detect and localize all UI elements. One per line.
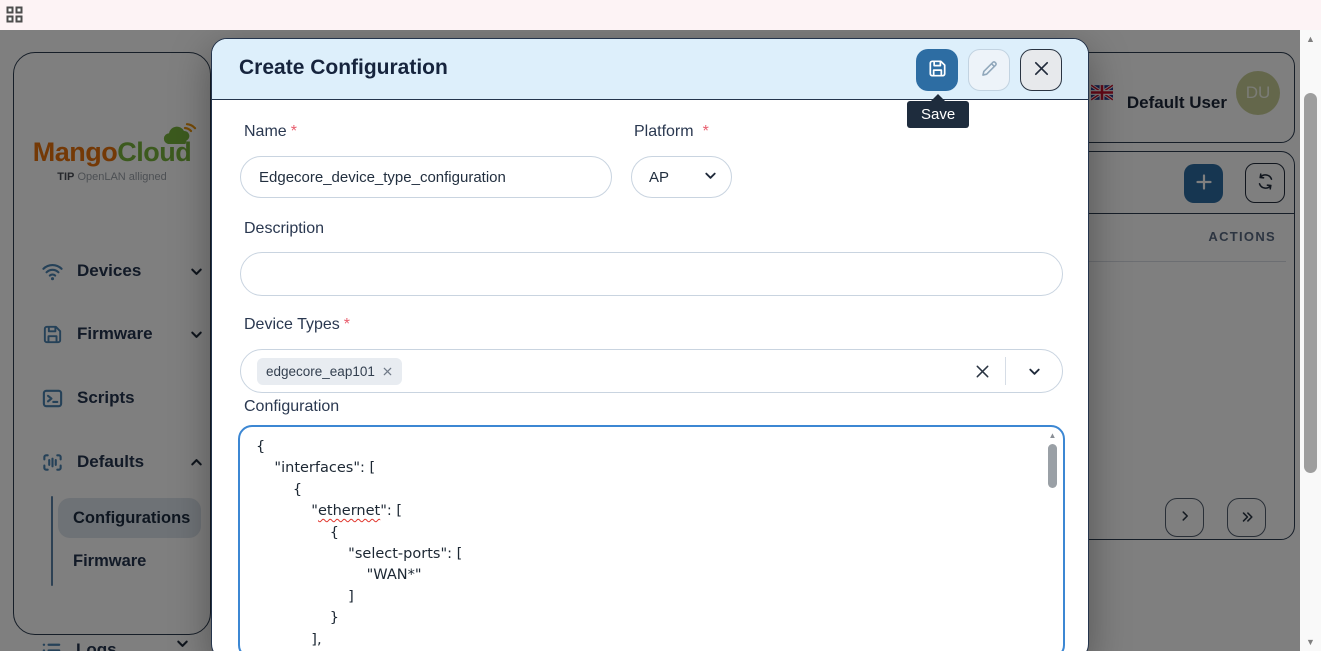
chip-remove-icon[interactable] <box>382 366 393 377</box>
required-marker: * <box>702 123 709 140</box>
edit-button[interactable] <box>968 49 1010 91</box>
chevron-down-icon <box>703 168 718 187</box>
description-label: Description <box>244 220 325 237</box>
pencil-icon <box>979 58 1000 82</box>
modal-title: Create Configuration <box>239 56 448 79</box>
scroll-up-arrow-icon[interactable]: ▲ <box>1306 34 1315 44</box>
device-types-label: Device Types* <box>244 316 350 333</box>
editor-scrollbar-thumb[interactable] <box>1048 444 1057 488</box>
description-input[interactable] <box>240 252 1063 296</box>
save-icon <box>926 57 949 83</box>
name-input[interactable] <box>240 156 612 198</box>
close-icon <box>1032 59 1051 81</box>
clear-all-icon[interactable] <box>959 363 1005 380</box>
save-button[interactable] <box>916 49 958 91</box>
browser-top-strip <box>0 0 1321 30</box>
browser-scrollbar[interactable]: ▲ ▼ <box>1300 30 1321 651</box>
configuration-editor[interactable]: { "interfaces": [ { "ethernet": [ { "sel… <box>238 425 1065 651</box>
name-label: Name* <box>244 123 297 140</box>
scroll-down-arrow-icon[interactable]: ▼ <box>1306 637 1315 647</box>
configuration-text: { "interfaces": [ { "ethernet": [ { "sel… <box>256 439 463 648</box>
chevron-down-icon[interactable] <box>1006 364 1062 379</box>
platform-label: Platform* <box>634 123 709 140</box>
modal-header: Create Configuration <box>212 39 1088 100</box>
multiselect-divider <box>1005 357 1006 385</box>
required-marker: * <box>343 316 350 333</box>
close-button[interactable] <box>1020 49 1062 91</box>
platform-select[interactable]: AP <box>631 156 732 198</box>
device-types-multiselect[interactable]: edgecore_eap101 <box>240 349 1063 393</box>
chip-label: edgecore_eap101 <box>266 363 375 379</box>
create-configuration-modal: Create Configuration Save Name* Platform… <box>211 38 1089 651</box>
grid-icon[interactable] <box>6 6 23 23</box>
scroll-up-arrow-icon[interactable]: ▲ <box>1048 431 1057 440</box>
platform-selected-value: AP <box>649 168 670 186</box>
required-marker: * <box>290 123 297 140</box>
editor-scrollbar[interactable]: ▲ <box>1045 431 1060 651</box>
save-tooltip: Save <box>907 94 970 128</box>
configuration-label: Configuration <box>244 398 340 415</box>
device-type-chip: edgecore_eap101 <box>257 357 402 385</box>
scrollbar-thumb[interactable] <box>1304 93 1317 473</box>
